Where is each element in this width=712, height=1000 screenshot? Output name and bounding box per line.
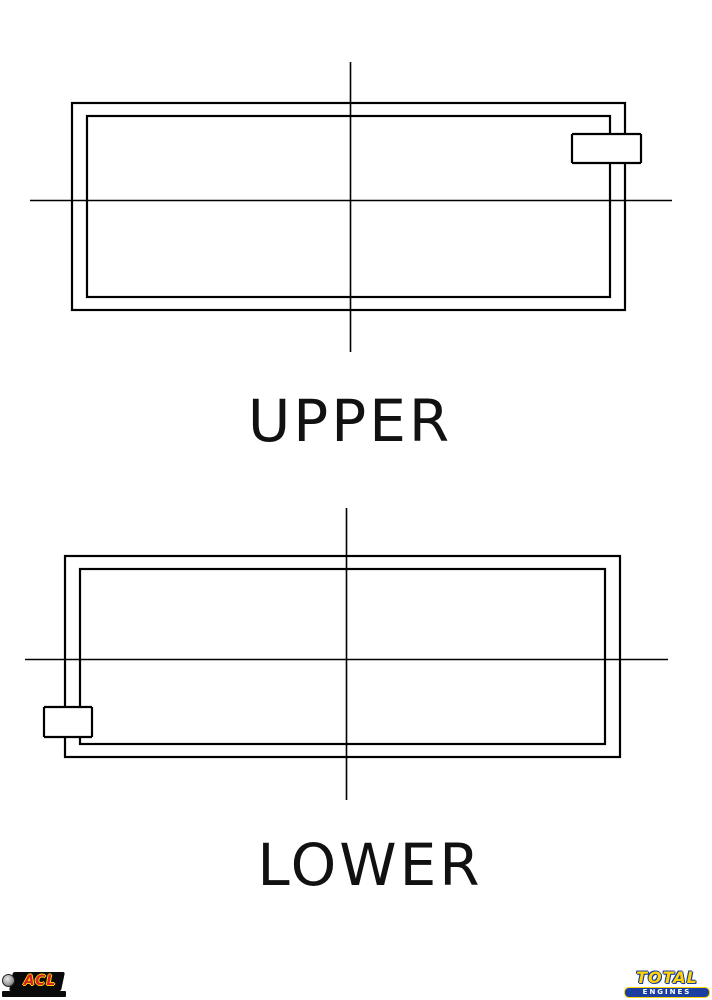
upper-bearing-outline — [70, 101, 627, 312]
lower-locating-tang — [42, 705, 94, 739]
upper-locating-tang — [570, 132, 643, 165]
acl-logo-bar — [2, 991, 66, 997]
upper-bearing-centerlines — [30, 62, 672, 352]
total-engines-logo: TOTAL ENGINES — [624, 970, 710, 998]
acl-badge-icon — [2, 974, 15, 987]
lower-view-label: LOWER — [257, 831, 483, 899]
total-wordmark: TOTAL — [636, 968, 698, 987]
lower-bearing-outline — [63, 554, 622, 759]
engines-wordmark: ENGINES — [624, 987, 710, 998]
upper-view-label: UPPER — [247, 387, 453, 455]
acl-wordmark: ACL — [23, 973, 57, 989]
acl-logo: ACL — [2, 972, 66, 998]
